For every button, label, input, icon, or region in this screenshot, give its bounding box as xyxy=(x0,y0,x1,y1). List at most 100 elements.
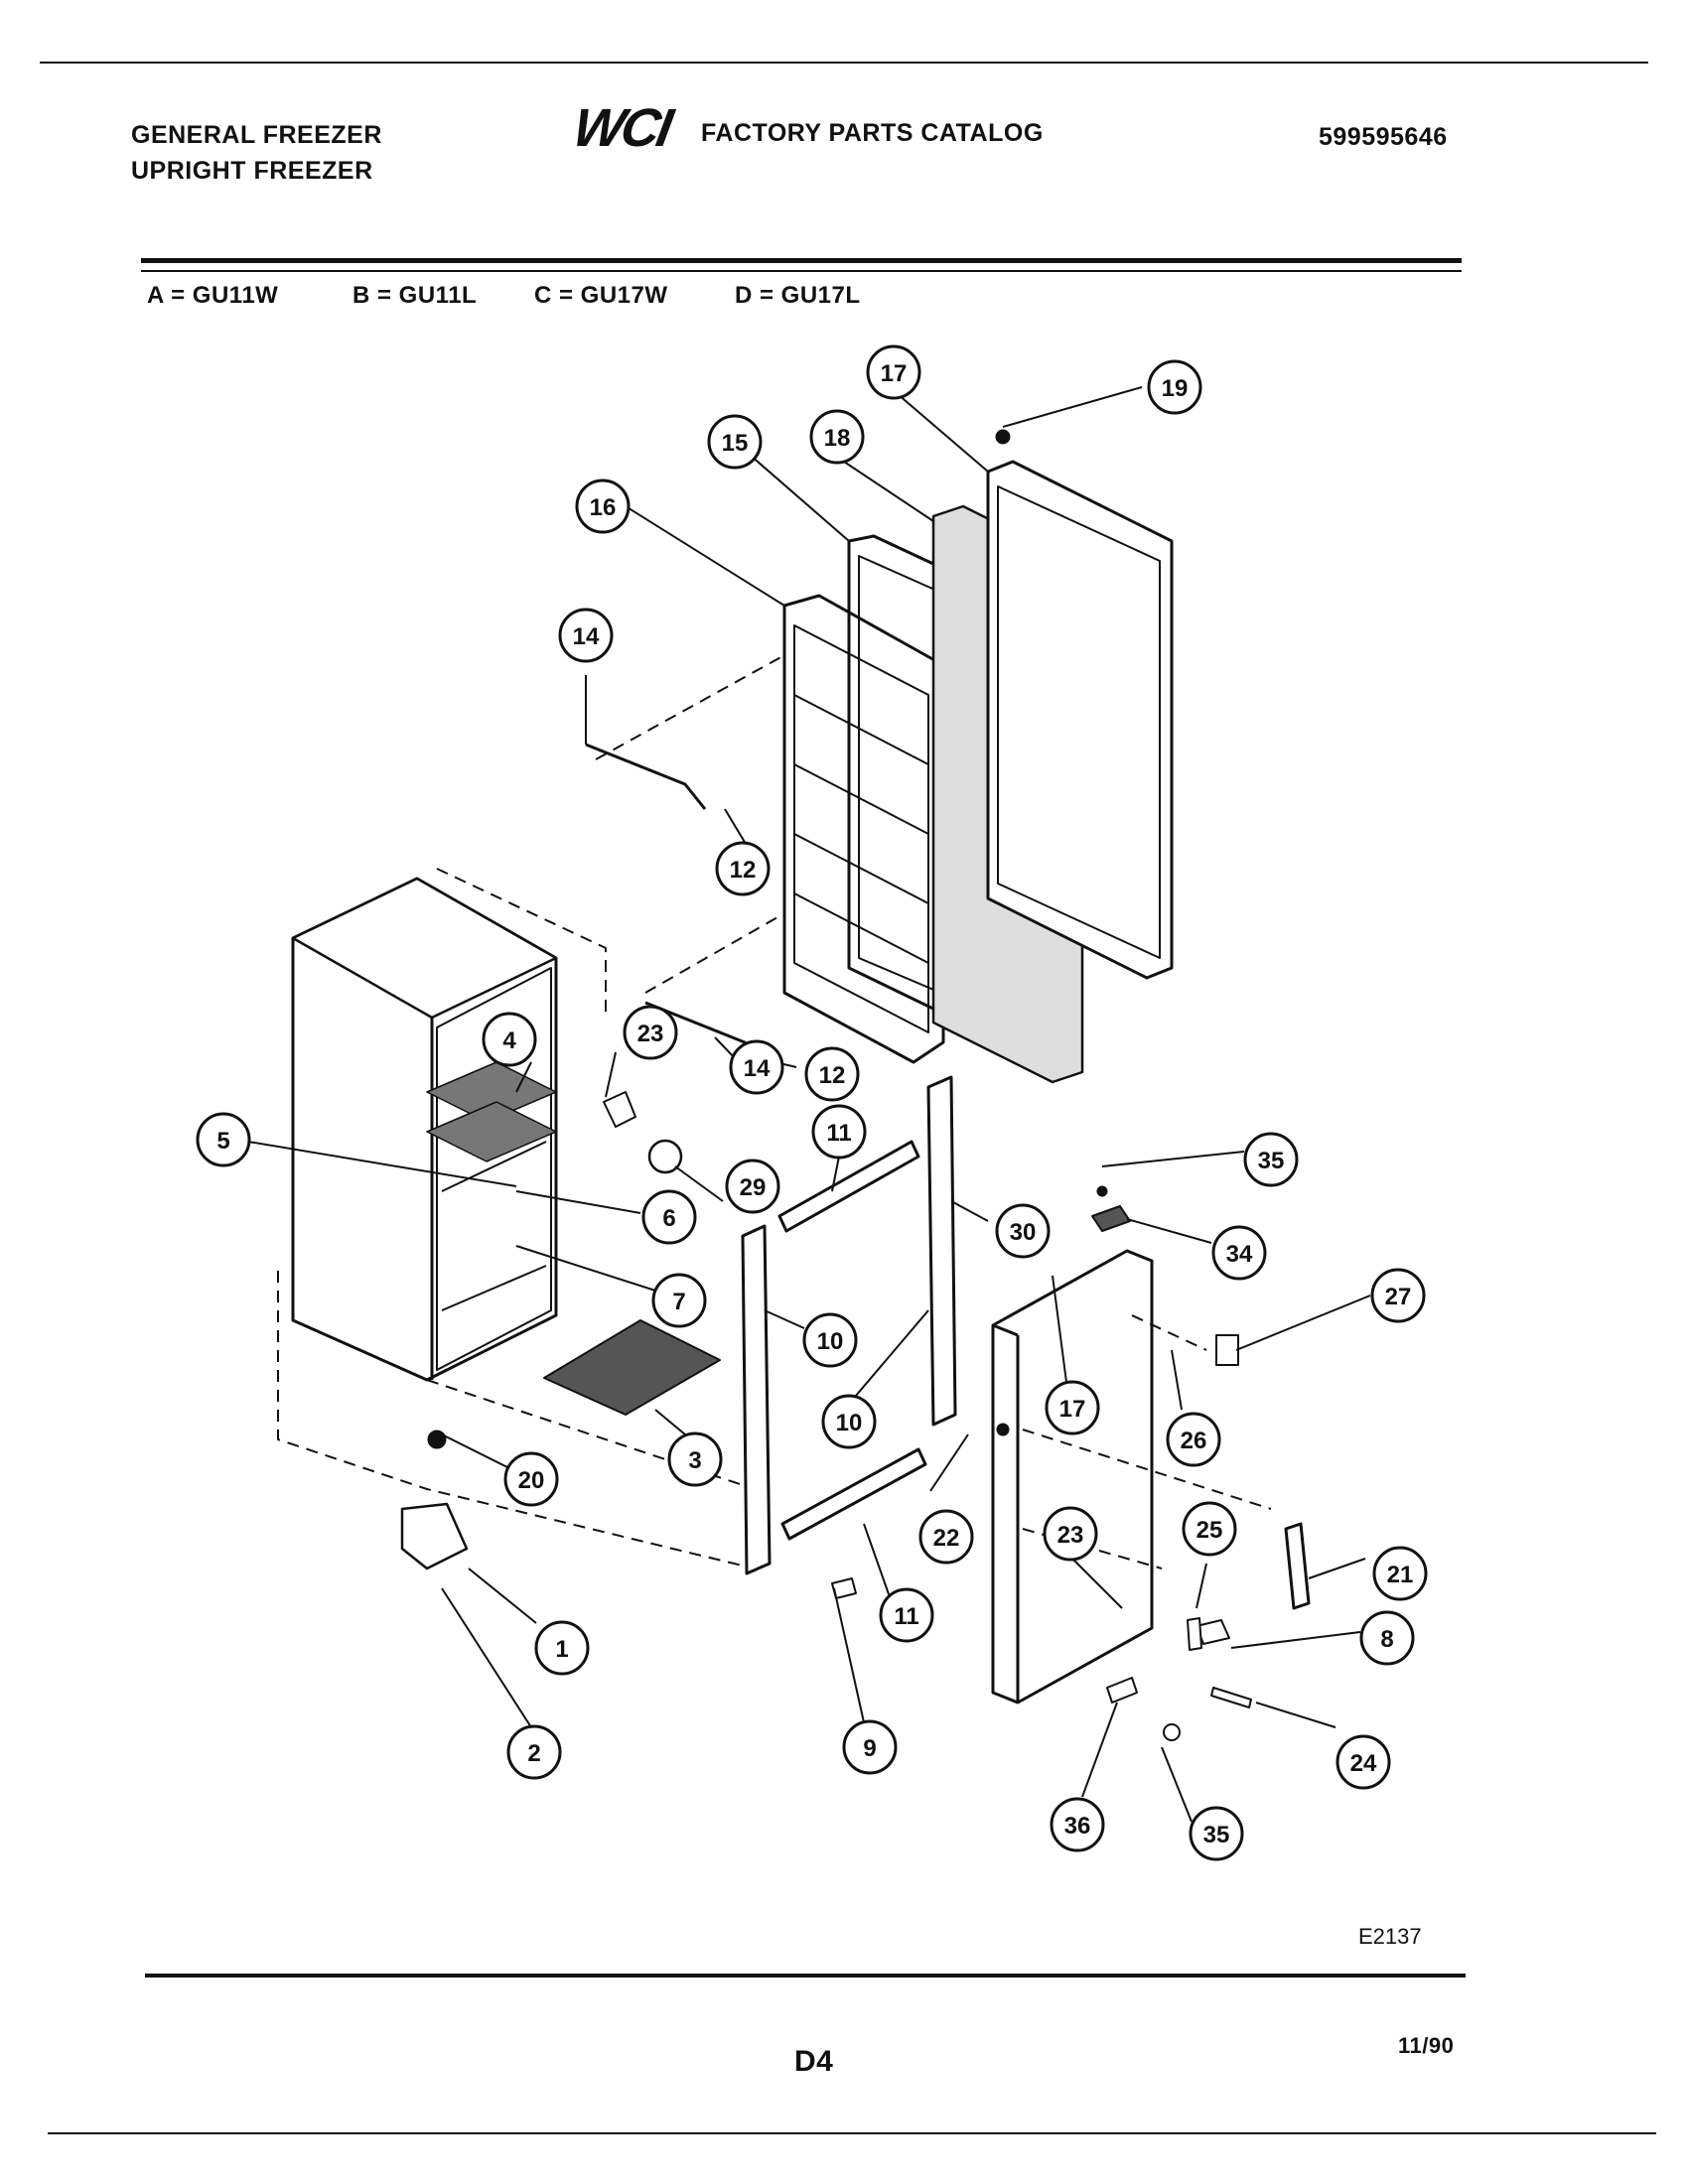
callout-5 xyxy=(196,1112,251,1167)
callout-label-18: 18 xyxy=(824,425,851,452)
callout-label-20: 20 xyxy=(518,1467,545,1494)
callout-label-9: 9 xyxy=(863,1735,876,1762)
callout-label-17b: 17 xyxy=(1059,1396,1086,1423)
cabinet xyxy=(291,877,558,1382)
header-line1: GENERAL FREEZER xyxy=(131,121,382,149)
callout-label-4: 4 xyxy=(502,1027,516,1054)
top-border xyxy=(40,62,1648,64)
right-rail xyxy=(926,1075,957,1427)
callout-label-6: 6 xyxy=(662,1205,675,1232)
callout-label-34: 34 xyxy=(1226,1241,1253,1268)
header-line2: UPRIGHT FREEZER xyxy=(131,157,373,185)
callout-36 xyxy=(1050,1797,1105,1852)
callout-label-36: 36 xyxy=(1064,1813,1091,1840)
callout-6 xyxy=(641,1189,697,1245)
callout-27 xyxy=(1370,1268,1426,1323)
drawing-code: E2137 xyxy=(1358,1924,1422,1949)
callout-label-8: 8 xyxy=(1380,1626,1393,1653)
callout-35b xyxy=(1189,1806,1244,1861)
callout-label-29: 29 xyxy=(740,1174,767,1201)
model-b: B = GU11L xyxy=(352,282,478,309)
callout-14a xyxy=(558,608,614,663)
callout-label-1: 1 xyxy=(555,1636,568,1663)
callout-label-16: 16 xyxy=(590,494,617,521)
callout-15 xyxy=(707,414,763,470)
callout-16 xyxy=(575,478,631,534)
callout-3 xyxy=(667,1432,723,1487)
callout-label-25: 25 xyxy=(1196,1517,1223,1544)
callout-label-23b: 23 xyxy=(1057,1522,1084,1549)
callout-11b xyxy=(879,1587,934,1643)
callout-17b xyxy=(1045,1380,1100,1435)
callout-35a xyxy=(1243,1132,1299,1187)
page-number: D4 xyxy=(794,2045,834,2078)
callout-label-26: 26 xyxy=(1181,1428,1207,1454)
revision-date: 11/90 xyxy=(1398,2033,1455,2058)
door-liner xyxy=(782,594,945,1064)
callout-8 xyxy=(1359,1610,1415,1666)
header-rule-thin xyxy=(141,270,1462,272)
callout-25 xyxy=(1182,1501,1237,1557)
callout-11a xyxy=(811,1104,867,1160)
callout-label-19: 19 xyxy=(1162,375,1189,402)
callout-10a xyxy=(802,1312,858,1368)
callout-label-21: 21 xyxy=(1387,1562,1414,1588)
left-rail xyxy=(741,1224,772,1575)
callout-label-7: 7 xyxy=(672,1289,685,1315)
bottom-bar xyxy=(780,1447,927,1541)
top-bar xyxy=(777,1140,920,1233)
callout-21 xyxy=(1372,1546,1428,1601)
callout-30 xyxy=(995,1203,1051,1259)
handle xyxy=(1284,1522,1311,1610)
callout-17a xyxy=(866,344,921,400)
callout-label-27: 27 xyxy=(1385,1284,1412,1310)
callout-label-23a: 23 xyxy=(637,1021,664,1047)
callout-12b xyxy=(804,1046,860,1102)
callout-23b xyxy=(1043,1506,1098,1562)
footer-rule xyxy=(145,1974,1466,1978)
callout-34 xyxy=(1211,1225,1267,1281)
callout-18 xyxy=(809,409,865,465)
callout-label-10b: 10 xyxy=(836,1410,863,1436)
callout-14b xyxy=(729,1039,784,1095)
callout-label-35b: 35 xyxy=(1203,1822,1230,1848)
outer-door-top xyxy=(986,460,1174,980)
callout-24 xyxy=(1336,1734,1391,1790)
callout-label-2: 2 xyxy=(527,1740,540,1767)
callout-23a xyxy=(623,1005,678,1060)
callout-19 xyxy=(1147,359,1202,415)
callout-1 xyxy=(534,1620,590,1676)
callout-label-11a: 11 xyxy=(826,1120,851,1147)
grille xyxy=(543,1319,721,1416)
callout-7 xyxy=(651,1273,707,1328)
callout-label-35a: 35 xyxy=(1258,1148,1285,1174)
callout-label-10a: 10 xyxy=(817,1328,844,1355)
bottom-border xyxy=(48,2132,1656,2134)
callout-label-11b: 11 xyxy=(894,1603,918,1630)
callout-22 xyxy=(918,1509,974,1565)
callout-label-15: 15 xyxy=(722,430,749,457)
callout-20 xyxy=(503,1451,559,1507)
callout-label-5: 5 xyxy=(216,1128,229,1155)
lower-door xyxy=(991,1249,1154,1705)
callout-29 xyxy=(725,1159,780,1214)
callout-label-14a: 14 xyxy=(573,623,600,650)
callout-12a xyxy=(715,841,771,896)
model-d: D = GU17L xyxy=(735,282,861,309)
model-a: A = GU11W xyxy=(147,282,279,309)
callout-9 xyxy=(842,1719,898,1775)
callout-label-17a: 17 xyxy=(881,360,908,387)
callout-label-12b: 12 xyxy=(819,1062,846,1089)
callout-label-30: 30 xyxy=(1010,1219,1037,1246)
callout-4 xyxy=(482,1012,537,1067)
callout-26 xyxy=(1166,1412,1221,1467)
header-rule-thick xyxy=(141,258,1462,263)
callout-label-3: 3 xyxy=(688,1447,701,1474)
callout-label-14b: 14 xyxy=(744,1055,771,1082)
model-c: C = GU17W xyxy=(534,282,668,309)
catalog-number: 599595646 xyxy=(1319,123,1448,151)
callout-label-12a: 12 xyxy=(730,857,757,884)
callout-10b xyxy=(821,1394,877,1449)
callout-label-24: 24 xyxy=(1350,1750,1377,1777)
